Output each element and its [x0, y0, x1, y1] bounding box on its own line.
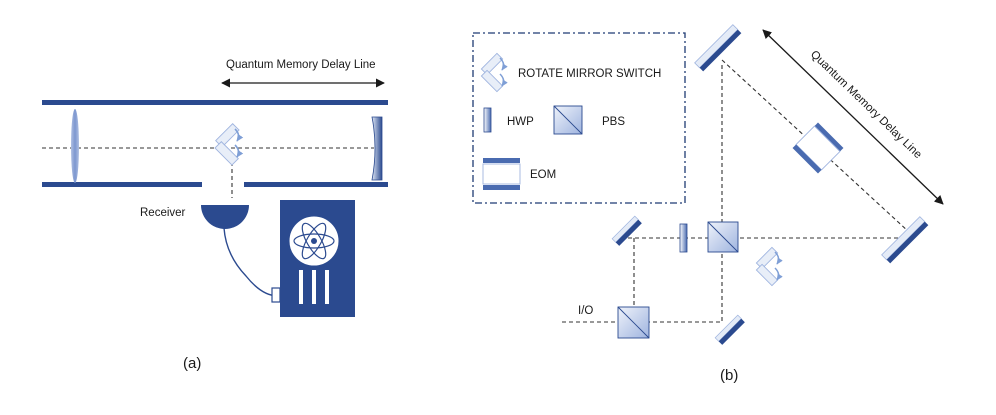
- receiver-cable: [223, 227, 279, 297]
- rotate-mirror-switch-b: [755, 246, 783, 287]
- receiver-dish: [201, 205, 249, 229]
- lens: [71, 109, 79, 183]
- bottom-wall-right: [244, 182, 388, 187]
- eom-component: [792, 122, 844, 174]
- hwp-component: [679, 223, 688, 253]
- end-mirror-a: [371, 116, 383, 181]
- caption-a: (a): [183, 355, 201, 372]
- delay-line-label-a: Quantum Memory Delay Line: [226, 59, 376, 71]
- caption-b: (b): [720, 367, 738, 384]
- pbs-io: [617, 306, 650, 339]
- legend-rotate-mirror-icon: [480, 52, 508, 93]
- legend-box: [472, 32, 686, 204]
- top-mirror: [694, 24, 742, 72]
- rotate-mirror-switch-a: [214, 123, 244, 166]
- panel-b: ROTATE MIRROR SWITCH HWP PBS EOM: [472, 24, 944, 384]
- panel-a: Quantum Memory Delay Line Receiver: [42, 59, 388, 372]
- bottom-wall-left: [42, 182, 202, 187]
- legend-pbs-icon: [553, 105, 583, 135]
- top-wall: [42, 100, 388, 105]
- left-mirror: [611, 215, 642, 246]
- io-label: I/O: [578, 305, 593, 317]
- delay-line-arrow-b: [762, 29, 944, 205]
- legend-hwp-label: HWP: [507, 116, 534, 128]
- right-mirror: [881, 216, 929, 264]
- legend-pbs-label: PBS: [602, 116, 625, 128]
- bottom-mirror: [714, 314, 745, 345]
- legend-eom-icon: [482, 158, 521, 190]
- legend-rotate-mirror-label: ROTATE MIRROR SWITCH: [518, 68, 661, 80]
- legend-eom-label: EOM: [530, 169, 556, 181]
- receiver-label: Receiver: [140, 207, 186, 219]
- legend-hwp-icon: [483, 107, 492, 133]
- pbs-center: [707, 221, 739, 253]
- quantum-device: [271, 200, 355, 317]
